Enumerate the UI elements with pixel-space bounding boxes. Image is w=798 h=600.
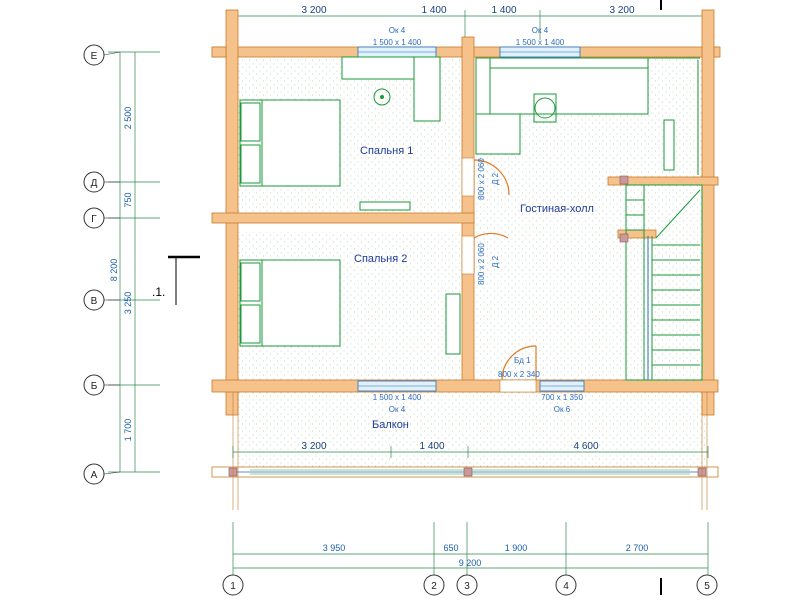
bottom-dim-3: 1 900 (505, 543, 528, 553)
living-sofa (475, 57, 700, 175)
balcony-dim-2: 1 400 (419, 441, 444, 452)
window-top-right-name: Ок 4 (532, 26, 549, 35)
top-dim-1: 3 200 (301, 5, 326, 16)
doors (461, 157, 537, 393)
section-mark-label: .1. (152, 285, 165, 299)
bedroom2-bed (239, 259, 461, 355)
left-dim-seg2: 750 (123, 192, 133, 207)
bedroom1-wardrobe (341, 56, 441, 211)
balcony-door-name: Бд 1 (514, 356, 531, 365)
window-bottom-right-size: 700 x 1 350 (541, 393, 583, 402)
window-bottom-left-size: 1 500 x 1 400 (373, 393, 422, 402)
door-lower-name: Д 2 (491, 255, 500, 268)
balcony-dimension-chain: 3 200 1 400 4 600 (232, 441, 709, 458)
top-dim-4: 3 200 (609, 5, 634, 16)
left-dim-total: 8 200 (109, 259, 119, 282)
balcony-door-size: 800 x 2 340 (498, 370, 540, 379)
axis-row-a: А (91, 470, 98, 481)
axis-row-e: Е (91, 51, 98, 62)
bottom-dim-total: 9 200 (459, 558, 482, 568)
door-upper-size: 800 x 2 060 (477, 158, 486, 200)
left-dim-seg4: 1 700 (123, 419, 133, 442)
room-balcony: Балкон (372, 419, 409, 431)
balcony-railing (211, 392, 719, 510)
bottom-dim-4: 2 700 (626, 543, 649, 553)
axis-col-3: 3 (464, 581, 470, 592)
balcony-dim-1: 3 200 (301, 441, 326, 452)
axis-row-d: Д (91, 178, 98, 189)
room-bedroom2: Спальня 2 (354, 253, 407, 265)
axis-row-v: В (91, 296, 98, 307)
window-bottom-left-name: Ок 4 (389, 405, 406, 414)
axis-col-5: 5 (704, 581, 710, 592)
top-dim-2: 1 400 (421, 5, 446, 16)
column-axes: 1 2 3 4 5 (222, 574, 718, 596)
window-bottom-right-name: Ок 6 (554, 405, 571, 414)
left-dim-seg3: 3 250 (123, 292, 133, 315)
axis-col-1: 1 (230, 581, 236, 592)
left-dimension-chains: 8 200 2 500 750 3 250 1 700 (108, 51, 160, 473)
walls (211, 9, 721, 416)
window-top-left-name: Ок 4 (389, 26, 406, 35)
bottom-dimension-chains: 3 950 650 1 900 2 700 9 200 (232, 522, 709, 595)
top-dimension-chain: 3 200 1 400 1 400 3 200 (232, 0, 709, 40)
axis-col-2: 2 (431, 581, 437, 592)
room-bedroom1: Спальня 1 (360, 145, 413, 157)
top-dim-3: 1 400 (491, 5, 516, 16)
axis-row-b: Б (91, 381, 98, 392)
door-lower-size: 800 x 2 060 (477, 243, 486, 285)
window-top-left-size: 1 500 x 1 400 (373, 38, 422, 47)
bottom-dim-1: 3 950 (323, 543, 346, 553)
bottom-dim-2: 650 (443, 543, 458, 553)
section-mark: .1. (152, 255, 200, 305)
room-living: Гостиная-холл (520, 203, 594, 215)
axis-row-g: Г (91, 214, 97, 225)
door-upper-name: Д 2 (491, 172, 500, 185)
staircase (619, 175, 703, 381)
window-openings (357, 46, 585, 392)
left-dim-seg1: 2 500 (123, 107, 133, 130)
balcony-dim-3: 4 600 (573, 441, 598, 452)
row-axes: Е Д Г В Б А (83, 44, 121, 485)
bedroom1-bed (239, 99, 341, 187)
axis-col-4: 4 (563, 581, 569, 592)
window-top-right-size: 1 500 x 1 400 (516, 38, 565, 47)
